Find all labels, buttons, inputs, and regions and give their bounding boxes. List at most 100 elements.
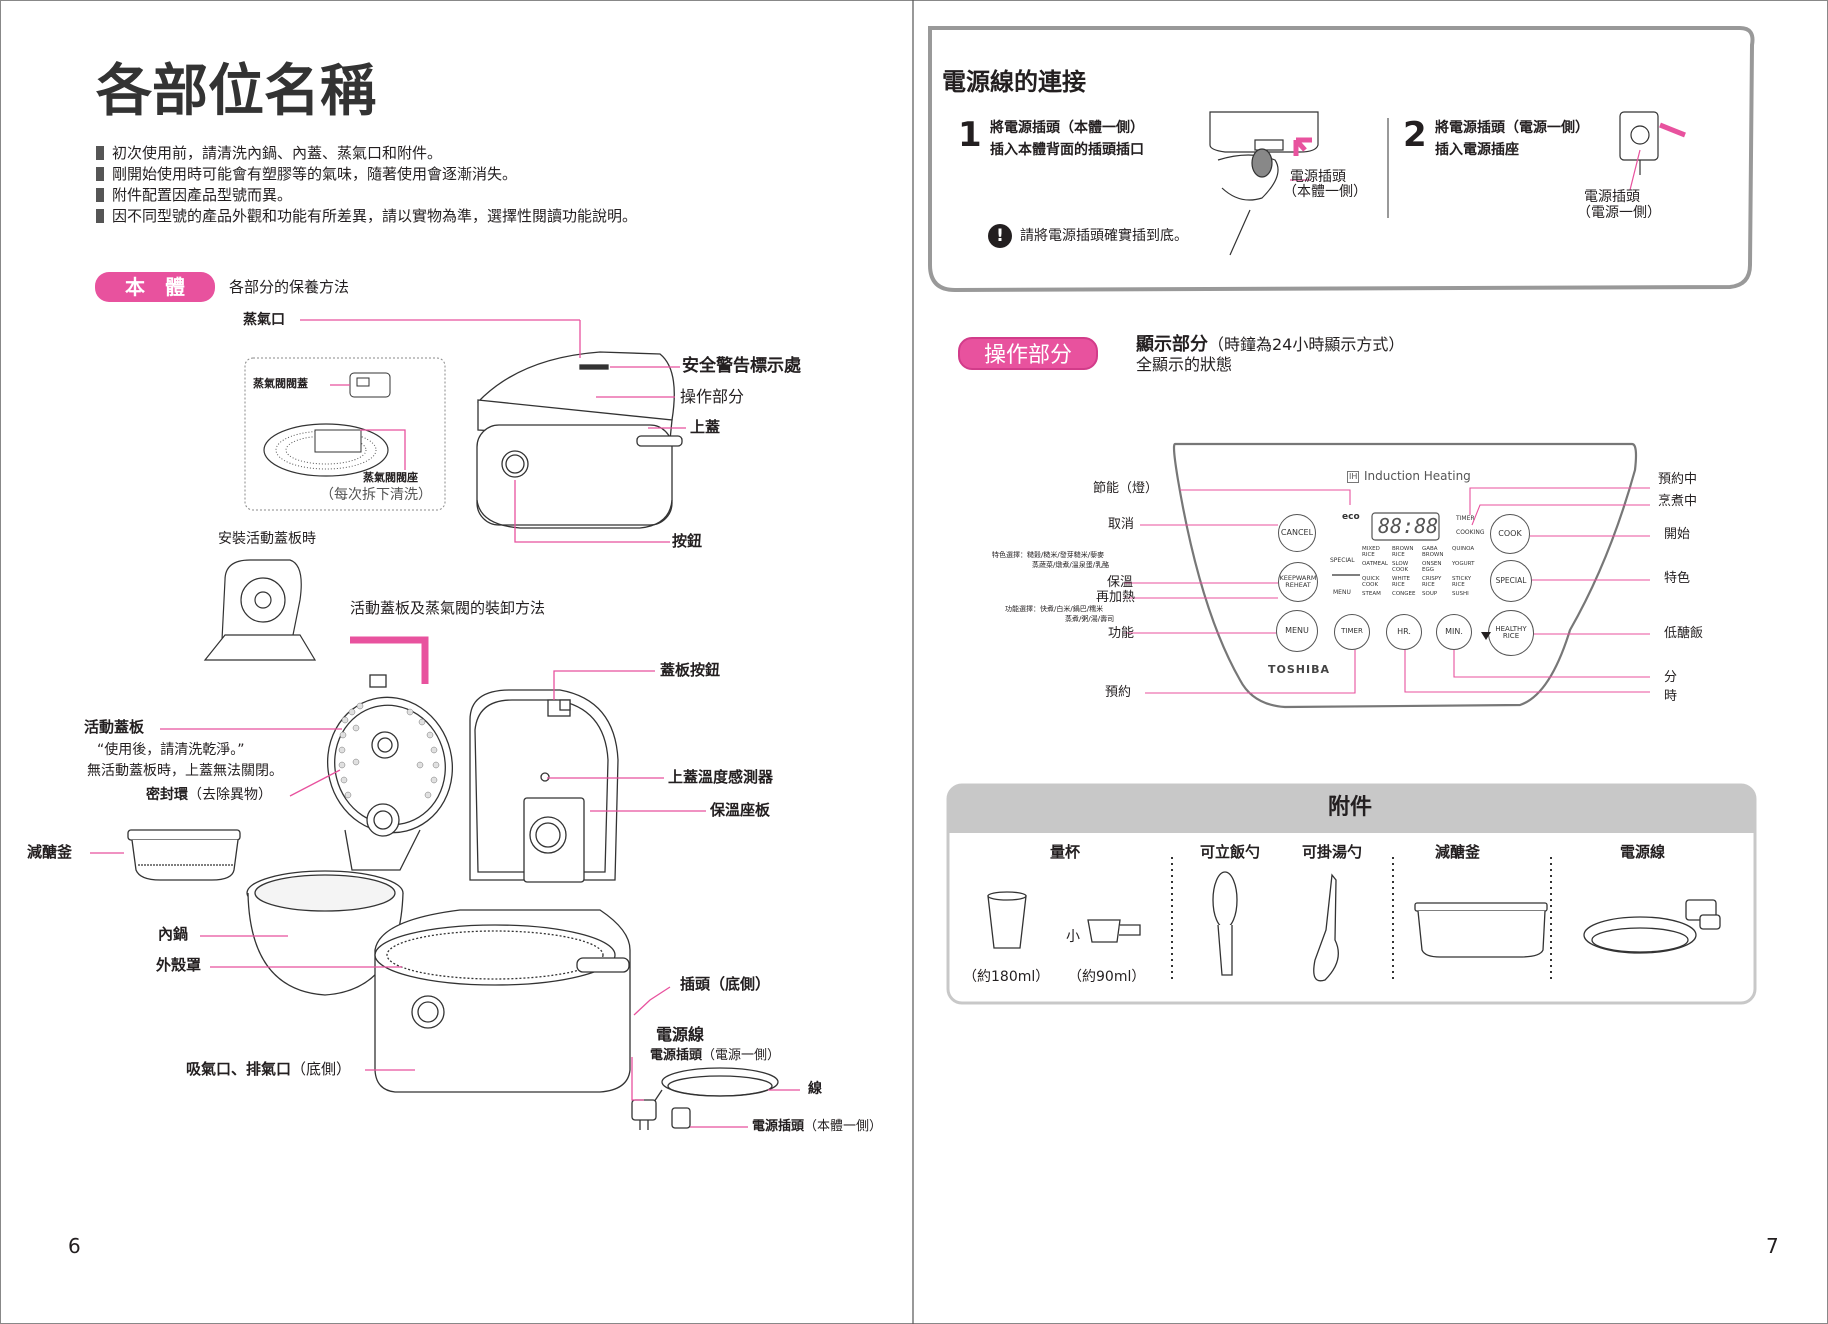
pink-bracket <box>350 636 429 684</box>
label-outer-case: 外殼罩 <box>156 956 202 974</box>
cup-small-label: 小 <box>1066 929 1080 945</box>
label-special-list: 特色選擇：糙穀/糙米/發芽糙米/藜麥 <box>992 551 1105 559</box>
panel-cooking-small: COOKING <box>1456 529 1485 536</box>
step1-number: 1 <box>958 115 982 155</box>
page-number-left: 6 <box>68 1234 81 1258</box>
inner-pot-drawing <box>246 870 404 996</box>
panel-brand: TOSHIBA <box>1268 663 1330 676</box>
label-wash-note: “使用後，請清洗乾淨。” <box>97 742 245 758</box>
label-lid-sensor: 上蓋溫度感測器 <box>668 768 774 786</box>
warning-icon: ! <box>988 224 1012 248</box>
label-hr: 時 <box>1664 689 1678 704</box>
menu-item: GABA BROWN <box>1422 546 1444 558</box>
label-install-lid: 安裝活動蓋板時 <box>218 531 316 547</box>
menu-item: STICKY RICE <box>1452 576 1472 588</box>
label-clean-each-time: （每次拆下清洗） <box>320 487 432 503</box>
panel-ih-badge: IH <box>1347 471 1360 483</box>
panel-brand-top: Induction Heating <box>1364 469 1471 483</box>
menu-item: MIXED RICE <box>1362 546 1380 558</box>
label-removal-method: 活動蓋板及蒸氣閥的裝卸方法 <box>350 599 546 617</box>
step2-callout2: （電源一側） <box>1577 205 1661 221</box>
label-button: 按鈕 <box>672 532 703 550</box>
menu-item: OATMEAL <box>1362 561 1388 567</box>
label-keepwarm: 保溫 <box>1107 575 1134 590</box>
menu-item: CONGEE <box>1392 591 1416 597</box>
down-arrow-icon <box>1481 632 1491 640</box>
panel-subheading: 全顯示的狀態 <box>1136 355 1233 374</box>
menu-button[interactable]: MENU <box>1276 610 1318 652</box>
cup-90-label: （約90ml） <box>1068 969 1146 985</box>
healthy-rice-button[interactable]: HEALTHY RICE <box>1488 610 1534 656</box>
panel-heading: 顯示部分（時鐘為24小時顯示方式） <box>1136 334 1405 355</box>
cook-button[interactable]: COOK <box>1490 514 1530 554</box>
keepwarm-reheat-button[interactable]: KEEPWARM REHEAT <box>1278 562 1318 602</box>
section-note: 各部分的保養方法 <box>229 278 350 296</box>
warning-text: 請將電源插頭確實插到底。 <box>1020 228 1188 244</box>
menu-item: SOUP <box>1422 591 1438 597</box>
label-intake-exhaust: 吸氣口、排氣口（底側） <box>186 1060 352 1078</box>
menu-item: SUSHI <box>1452 591 1469 597</box>
label-special-list2: 蒸蔬菜/燉煮/溫泉蛋/乳酪 <box>1032 561 1110 569</box>
section-badge-body: 本 體 <box>95 272 215 302</box>
label-top-lid: 上蓋 <box>690 418 721 436</box>
label-plug-body-side: 電源插頭（本體一側） <box>752 1119 883 1134</box>
label-start: 開始 <box>1664 527 1691 542</box>
accessory-dividers <box>1171 857 1552 980</box>
step2-line1: 將電源插頭（電源一側） <box>1435 120 1589 136</box>
left-leader-lines <box>90 319 800 1128</box>
menu-item: BROWN RICE <box>1392 546 1414 558</box>
label-no-lid-note: 無活動蓋板時，上蓋無法關閉。 <box>87 763 283 779</box>
accessory-measuring-cup: 量杯 <box>1050 843 1081 861</box>
bullet-item: 附件配置因產品型號而異。 <box>96 185 637 206</box>
bullet-list: 初次使用前，請清洗內鍋、內蓋、蒸氣口和附件。 剛開始使用時可能會有塑膠等的氣味，… <box>96 143 637 227</box>
cup-180-label: （約180ml） <box>963 969 1050 985</box>
label-power-cord: 電源線 <box>656 1025 705 1044</box>
accessory-standing-ladle: 可立飯勺 <box>1200 843 1261 861</box>
connect-box <box>928 26 1755 293</box>
label-eco-lamp: 節能（燈） <box>1093 481 1159 496</box>
label-timer-left: 預約 <box>1105 685 1132 700</box>
step2-number: 2 <box>1403 115 1427 155</box>
label-func: 功能 <box>1108 626 1135 641</box>
label-lid-button: 蓋板按鈕 <box>660 661 721 679</box>
label-inner-lid: 活動蓋板 <box>84 718 145 736</box>
label-control-panel: 操作部分 <box>680 387 745 406</box>
inner-lid-drawing <box>326 674 454 871</box>
step1-callout2: （本體一側） <box>1283 184 1367 200</box>
menu-item: CRISPY RICE <box>1422 576 1442 588</box>
panel-special-small: SPECIAL <box>1330 557 1355 564</box>
cooker-install-drawing <box>203 559 317 661</box>
label-timer-on: 預約中 <box>1658 472 1698 487</box>
menu-item: QUICK COOK <box>1362 576 1380 588</box>
lid-holes <box>338 702 440 799</box>
label-low-sugar-pot: 減醣釜 <box>27 843 73 861</box>
menu-item: WHITE RICE <box>1392 576 1411 588</box>
accessory-hanging-ladle: 可掛湯勺 <box>1302 843 1363 861</box>
valve-cover-drawing <box>349 372 391 398</box>
label-func-list: 功能選擇：快煮/白米/鍋巴/糯米 <box>1005 605 1104 613</box>
min-button[interactable]: MIN. <box>1436 614 1472 650</box>
accessory-power-cord: 電源線 <box>1620 843 1666 861</box>
step2-callout1: 電源插頭 <box>1584 189 1640 205</box>
label-cancel: 取消 <box>1108 517 1135 532</box>
connect-step1-drawing <box>1209 111 1319 256</box>
label-min: 分 <box>1664 670 1678 685</box>
panel-timer-small: TIMER <box>1456 515 1475 522</box>
cooker-closed-drawing <box>476 351 683 529</box>
special-button[interactable]: SPECIAL <box>1490 560 1532 602</box>
step2-line2: 插入電源插座 <box>1435 142 1519 158</box>
label-plug-outlet-side: 電源插頭（電源一側） <box>650 1048 781 1063</box>
valve-detail-box <box>244 357 446 511</box>
connect-step2-drawing <box>1619 111 1659 175</box>
cooker-open-drawing <box>374 689 631 1093</box>
label-low-sugar-rice: 低醣飯 <box>1664 626 1704 641</box>
bullet-item: 因不同型號的產品外觀和功能有所差異，請以實物為準，選擇性閱讀功能說明。 <box>96 206 637 227</box>
cancel-button[interactable]: CANCEL <box>1278 514 1316 552</box>
label-reheat: 再加熱 <box>1096 590 1136 605</box>
label-cooking: 烹煮中 <box>1658 494 1698 509</box>
panel-eco: eco <box>1342 512 1360 522</box>
accessory-low-sugar-pot: 減醣釜 <box>1435 843 1481 861</box>
label-safety: 安全警告標示處 <box>682 356 801 376</box>
hr-button[interactable]: HR. <box>1386 614 1422 650</box>
timer-button[interactable]: TIMER <box>1334 614 1370 650</box>
